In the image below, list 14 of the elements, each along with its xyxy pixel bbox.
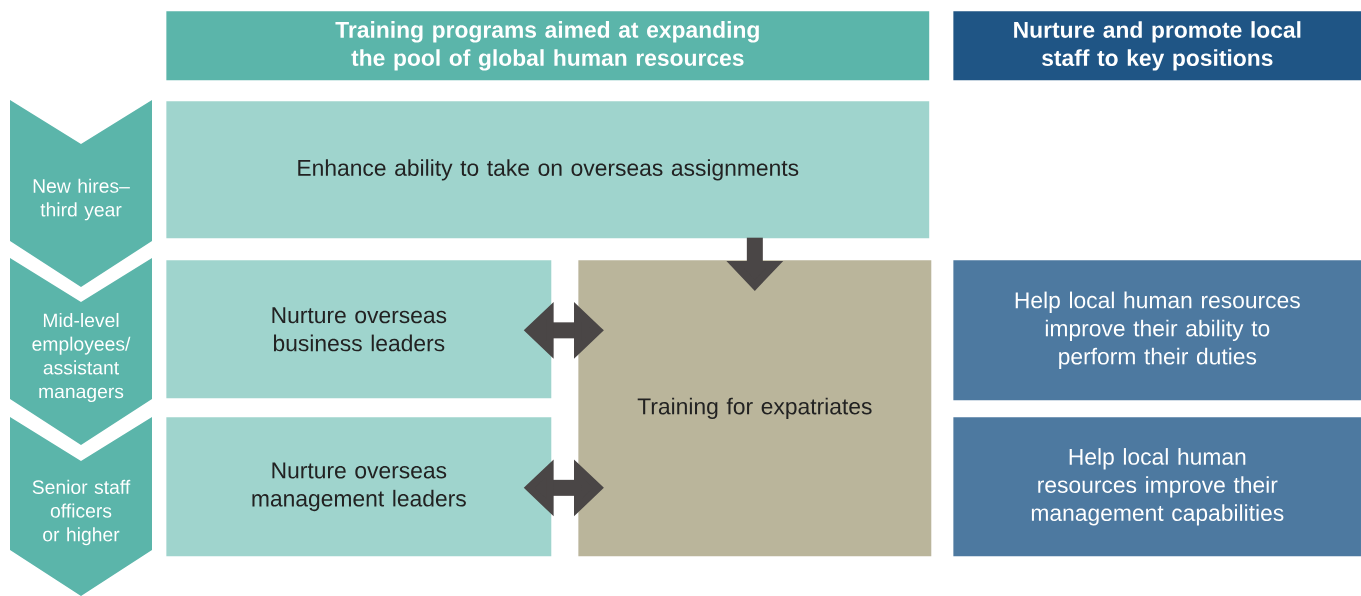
chevron-step: New hires–third year	[10, 100, 152, 287]
process-box: Help local human resources improve their ability to perform their duties	[953, 260, 1361, 401]
process-box: Training for expatriates	[578, 260, 932, 557]
process-box: Help local human resources improve their management capabilities	[953, 417, 1361, 557]
process-box: Enhance ability to take on overseas assignments	[166, 101, 930, 239]
node-label: Mid-level employees/ assistant managers	[32, 312, 131, 403]
node-label: New hires–third year	[33, 178, 130, 221]
chevron-step: Senior staff officers or higher	[10, 417, 152, 596]
node-label: Senior staff officers or higher	[32, 479, 131, 546]
header-banner: Nurture and promote local staff to key positions	[953, 11, 1361, 81]
process-box: Nurture overseas management leaders	[166, 417, 552, 557]
process-box: Nurture overseas business leaders	[166, 260, 552, 399]
chevron-step: Mid-level employees/ assistant managers	[10, 258, 152, 445]
header-banner: Training programs aimed at expanding the pool of global human resources	[166, 11, 930, 81]
